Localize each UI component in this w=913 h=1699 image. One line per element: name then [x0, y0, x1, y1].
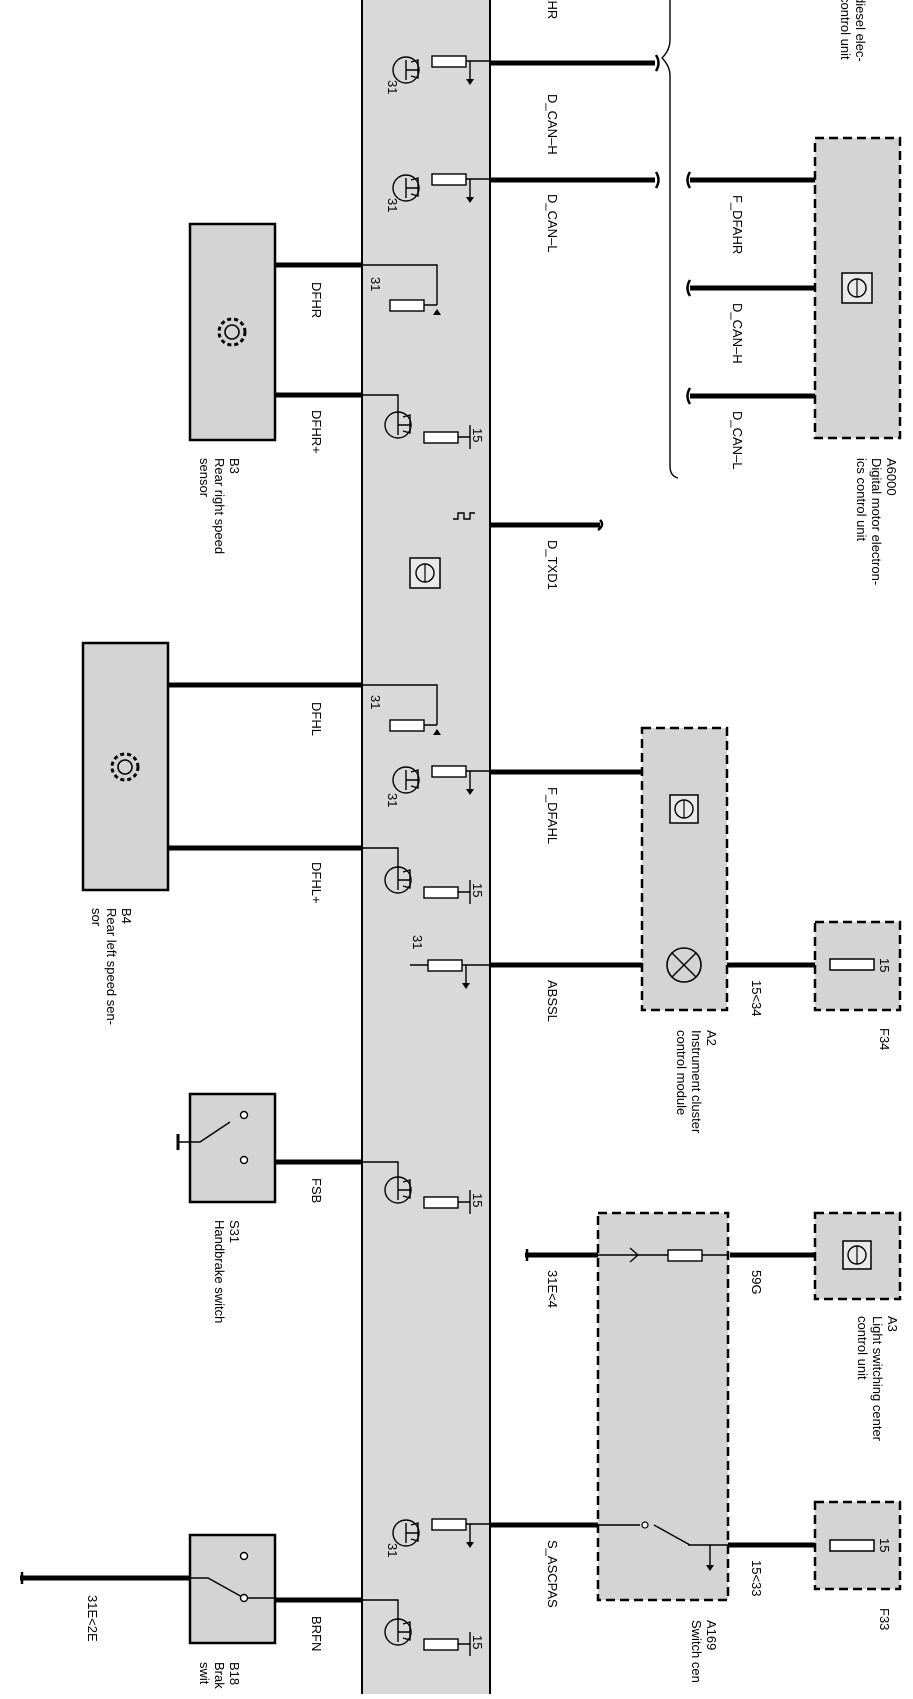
- signal-abssl: ABSSL: [545, 980, 560, 1022]
- top-right-caption: diesel elec- control unit: [838, 0, 868, 62]
- signal-d-can-l: D_CAN–L: [545, 194, 560, 253]
- signal-31e2e: 31E<2E: [85, 1595, 100, 1642]
- signal-a6000-d-can-h: D_CAN–H: [730, 303, 745, 364]
- a6000-caption: ics control unit: [854, 458, 869, 541]
- a2-instrument-cluster: A2 Instrument cluster control module: [640, 726, 729, 1134]
- f33-terminal: 15: [877, 1538, 892, 1552]
- t31-label: 31: [385, 198, 400, 212]
- t15-label: 15: [470, 1635, 485, 1649]
- connector-marks: [20, 54, 692, 1584]
- signal-brfn: BRFN: [309, 1616, 324, 1651]
- t15-label: 15: [470, 883, 485, 897]
- signal-d-can-h: D_CAN–H: [545, 94, 560, 155]
- a169-id: A169: [704, 1620, 719, 1650]
- a169-caption: Switch cen: [689, 1620, 704, 1683]
- control-unit-strip: [361, 0, 491, 1699]
- f34-fuse: 15 F34: [813, 920, 902, 1050]
- a3-id: A3: [885, 1316, 900, 1332]
- signal-a6000-d-can-l: D_CAN–L: [730, 411, 745, 470]
- signal-dfhr: DFHR: [309, 282, 324, 318]
- bus-signal-labels: F_DFAHR D_CAN–H D_CAN–L D_TXD1 F_DFAHL A…: [545, 0, 560, 1608]
- signal-fsb: FSB: [309, 1178, 324, 1203]
- s31-handbrake-switch: S31 Handbrake switch: [176, 1092, 277, 1323]
- f33-fuse: 15 F33: [813, 1500, 902, 1630]
- b18-caption: Brak: [212, 1662, 227, 1689]
- a3-caption: control unit: [855, 1316, 870, 1380]
- s31-caption: Handbrake switch: [212, 1220, 227, 1323]
- top-right-caption-line: diesel elec-: [853, 0, 868, 62]
- a6000-caption: Digital motor electron-: [869, 458, 884, 585]
- warning-lamp-icon: [666, 947, 702, 983]
- b4-caption: Rear left speed sen-: [104, 908, 119, 1025]
- b3-caption: Rear right speed: [212, 458, 227, 554]
- signal-dfhl-plus: DFHL+: [309, 862, 324, 904]
- signal-s-ascpas: S_ASCPAS: [545, 1540, 560, 1608]
- b18-caption: swit: [197, 1662, 212, 1685]
- f34-id: F34: [877, 1028, 892, 1050]
- b18-id: B18: [227, 1662, 242, 1685]
- signal-dfhr-plus: DFHR+: [309, 410, 324, 454]
- a6000-id: A6000: [884, 458, 899, 496]
- b3-id: B3: [227, 458, 242, 474]
- signal-15-34: 15<34: [749, 980, 764, 1017]
- b18-brake-switch: B18 Brak swit: [188, 1533, 277, 1689]
- signal-f-dfahr: F_DFAHR: [545, 0, 560, 19]
- clock-pulse-symbol: [453, 512, 475, 520]
- signal-31e4: 31E<4: [545, 1270, 560, 1308]
- t15-label: 15: [470, 1193, 485, 1207]
- s31-id: S31: [227, 1220, 242, 1243]
- signal-d-txd1: D_TXD1: [545, 540, 560, 590]
- t31-label: 31: [368, 277, 383, 291]
- t31-label: 31: [410, 935, 425, 949]
- t31-label: 31: [368, 695, 383, 709]
- t31-label: 31: [385, 1543, 400, 1557]
- t31-label: 31: [385, 793, 400, 807]
- signal-59g: 59G: [749, 1270, 764, 1295]
- gear-icon: [217, 317, 247, 347]
- signal-a6000-f-dfahr: F_DFAHR: [730, 195, 745, 254]
- a3-caption: Light switching center: [870, 1316, 885, 1442]
- gear-icon: [110, 752, 140, 782]
- f34-terminal: 15: [877, 958, 892, 972]
- connector-bracket: [661, 0, 679, 479]
- a169-switch-center: A169 Switch cen: [596, 1211, 730, 1683]
- b3-caption: sensor: [197, 458, 212, 498]
- a2-caption: Instrument cluster: [689, 1030, 704, 1134]
- t15-label: 15: [470, 428, 485, 442]
- signal-dfhl: DFHL: [309, 702, 324, 736]
- signal-f-dfahl: F_DFAHL: [545, 787, 560, 844]
- a6000-control-unit: A6000 Digital motor electron- ics contro…: [813, 136, 902, 585]
- a2-id: A2: [704, 1030, 719, 1046]
- a3-light-switching-center: A3 Light switching center control unit: [813, 1211, 902, 1442]
- t31-label: 31: [385, 80, 400, 94]
- signal-15-33: 15<33: [749, 1560, 764, 1597]
- b4-id: B4: [119, 908, 134, 924]
- a2-caption: control module: [674, 1030, 689, 1115]
- driver-circuits: [362, 55, 490, 1656]
- b4-speed-sensor: B4 Rear left speed sen- sor: [81, 641, 170, 1025]
- f33-id: F33: [877, 1608, 892, 1630]
- right-signal-labels: F_DFAHR D_CAN–H D_CAN–L 15<34 59G 15<33 …: [85, 195, 764, 1642]
- b4-caption: sor: [89, 908, 104, 927]
- control-unit-symbol: [409, 557, 441, 589]
- top-right-caption-line: control unit: [838, 0, 853, 60]
- terminal-labels: 31 31 31 15 31 31 15 31 15 31 15: [368, 80, 485, 1649]
- b3-speed-sensor: B3 Rear right speed sensor: [188, 222, 277, 554]
- sensor-signal-labels: DFHR DFHR+ DFHL DFHL+ FSB BRFN: [309, 282, 324, 1651]
